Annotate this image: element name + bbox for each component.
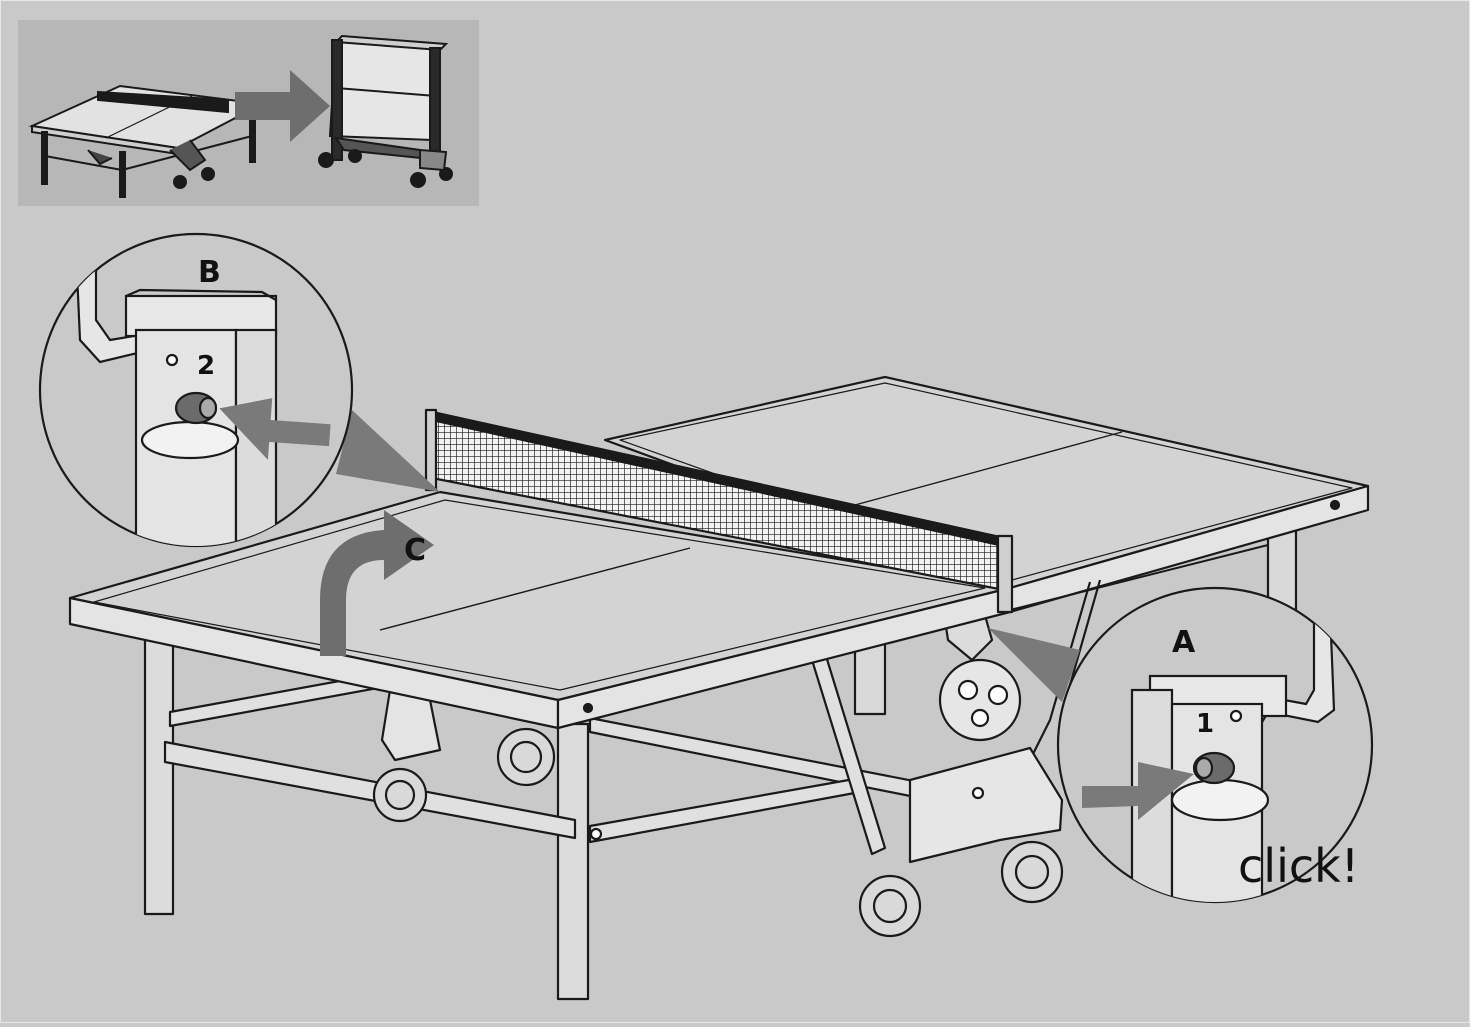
- click-text: click!: [1238, 839, 1359, 893]
- lock-knob-icon: [1192, 751, 1236, 785]
- step-number-1: 1: [1196, 709, 1214, 739]
- lock-knob-icon: [174, 391, 218, 425]
- push-arrow-b: [219, 398, 331, 460]
- curved-arrow-up-icon: [320, 510, 434, 656]
- small-table-open: [28, 84, 266, 198]
- label-a: A: [1172, 625, 1196, 660]
- fold-overview-inset: [18, 20, 479, 206]
- callout-wedge-a: [988, 628, 1080, 702]
- detail-circle-b: B 2: [38, 232, 354, 548]
- label-c: C: [404, 533, 426, 568]
- ping-pong-table: [68, 375, 1370, 1001]
- step-number-2: 2: [197, 351, 215, 381]
- caster-wheel: [496, 727, 556, 787]
- net: [424, 408, 1014, 614]
- callout-wedge-b: [336, 410, 440, 492]
- caster-wheel: [372, 767, 428, 823]
- push-arrow-a: [1082, 762, 1194, 820]
- net-post-clamp: [938, 658, 1022, 742]
- small-table-folded: [318, 34, 453, 188]
- arrow-right-icon: [235, 70, 330, 142]
- caster-wheel: [858, 874, 922, 938]
- detail-circle-a: A 1 click!: [1056, 586, 1374, 904]
- caster-wheel: [1000, 840, 1064, 904]
- label-b: B: [198, 255, 221, 290]
